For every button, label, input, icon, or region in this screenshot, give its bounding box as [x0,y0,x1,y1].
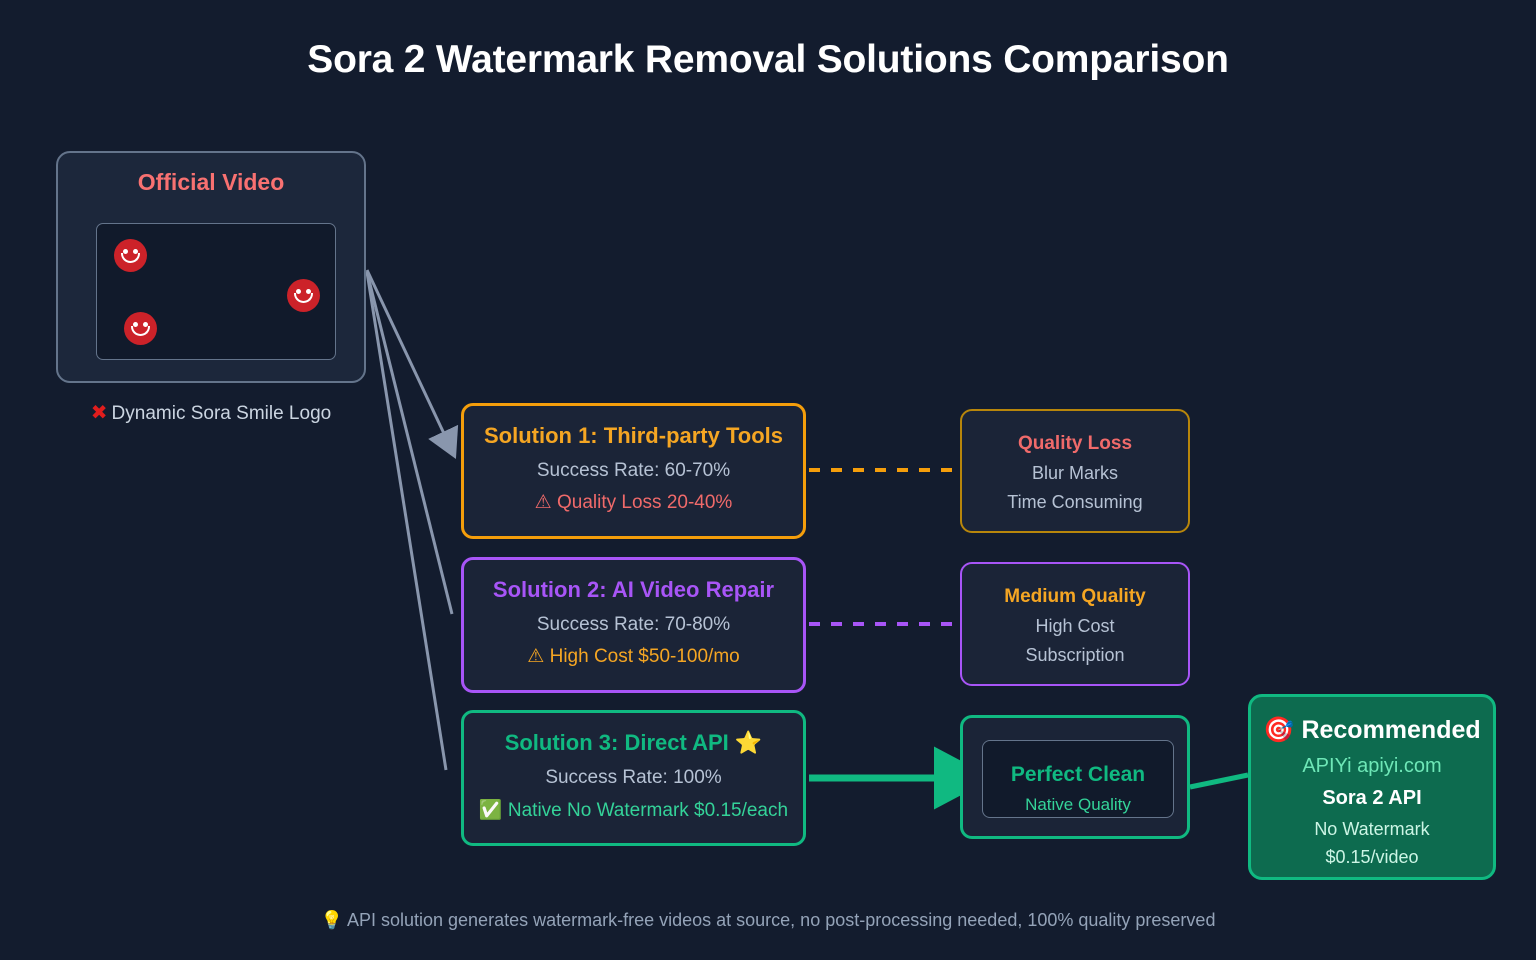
outcome-1-line-1: Quality Loss [1017,433,1133,454]
recommended-title-text: Recommended [1301,716,1481,744]
recommended-title: 🎯 Recommended [1251,715,1493,745]
solution-1-heading: Solution 1: Third-party Tools [483,423,784,448]
solution-2-note-text: High Cost $50-100/mo [549,646,740,668]
outcome-1-line-3: Time Consuming [1007,492,1143,512]
recommended-feature: No Watermark [1314,819,1430,839]
solution-3-note-text: Native No Watermark $0.15/each [507,800,789,822]
video-frame [96,223,336,360]
solution-2-heading: Solution 2: AI Video Repair [492,577,775,602]
warning-icon: ⚠ [527,645,545,668]
official-video-card: Official Video [56,151,366,383]
outcome-1-card: Quality Loss Blur Marks Time Consuming [960,409,1190,533]
footer-note-text: API solution generates watermark-free vi… [346,910,1216,930]
solution-1-card[interactable]: Solution 1: Third-party Tools Success Ra… [461,403,806,539]
recommended-price: $0.15/video [1325,847,1419,867]
smile-watermark-3 [124,312,157,345]
smile-watermark-2 [287,279,320,312]
outcome-2-line-2: High Cost [1035,616,1115,636]
solution-1-success-rate: Success Rate: 60-70% [536,460,731,482]
page-title: Sora 2 Watermark Removal Solutions Compa… [307,38,1229,81]
outcome-2-line-3: Subscription [1025,645,1125,665]
recommended-brand[interactable]: APIYi apiyi.com [1302,755,1442,777]
video-caption: ✖Dynamic Sora Smile Logo [56,400,366,425]
official-video-title: Official Video [137,169,285,195]
target-icon: 🎯 [1263,715,1295,744]
solution-2-card[interactable]: Solution 2: AI Video Repair Success Rate… [461,557,806,693]
video-caption-text: Dynamic Sora Smile Logo [111,403,332,424]
solution-3-heading: Solution 3: Direct API ⭐ [504,730,763,755]
outcome-3-line-1: Perfect Clean [1010,763,1146,786]
solution-3-success-rate: Success Rate: 100% [545,767,722,789]
outcome-2-line-1: Medium Quality [1004,586,1146,607]
perfect-clean-panel: Perfect Clean Native Quality [982,740,1174,818]
cross-mark-icon: ✖ [90,400,108,424]
wire-video-to-solution-1 [365,269,459,460]
smile-watermark-1 [114,239,147,272]
lightbulb-icon: 💡 [320,910,343,931]
recommended-card[interactable]: 🎯 Recommended APIYi apiyi.com Sora 2 API… [1248,694,1496,880]
warning-icon: ⚠ [534,491,552,514]
solution-2-note: ⚠ High Cost $50-100/mo [464,645,803,668]
outcome-1-line-2: Blur Marks [1031,463,1118,483]
outcome-2-card: Medium Quality High Cost Subscription [960,562,1190,686]
footer-note: 💡 API solution generates watermark-free … [0,910,1536,931]
recommended-product: Sora 2 API [1322,787,1422,809]
check-mark-icon: ✅ [478,799,503,822]
solution-3-card[interactable]: Solution 3: Direct API ⭐ Success Rate: 1… [461,710,806,846]
outcome-3-line-2: Native Quality [1025,795,1131,814]
wire-video-to-solution-2 [365,271,454,615]
solution-1-note: ⚠ Quality Loss 20-40% [464,491,803,514]
wire-outcome-3-to-recommended [1189,772,1249,790]
wire-video-to-solution-3 [365,271,448,771]
solution-2-success-rate: Success Rate: 70-80% [536,614,731,636]
outcome-3-card: Perfect Clean Native Quality [960,715,1190,839]
solution-3-note: ✅ Native No Watermark $0.15/each [464,798,803,822]
solution-1-note-text: Quality Loss 20-40% [557,492,733,514]
